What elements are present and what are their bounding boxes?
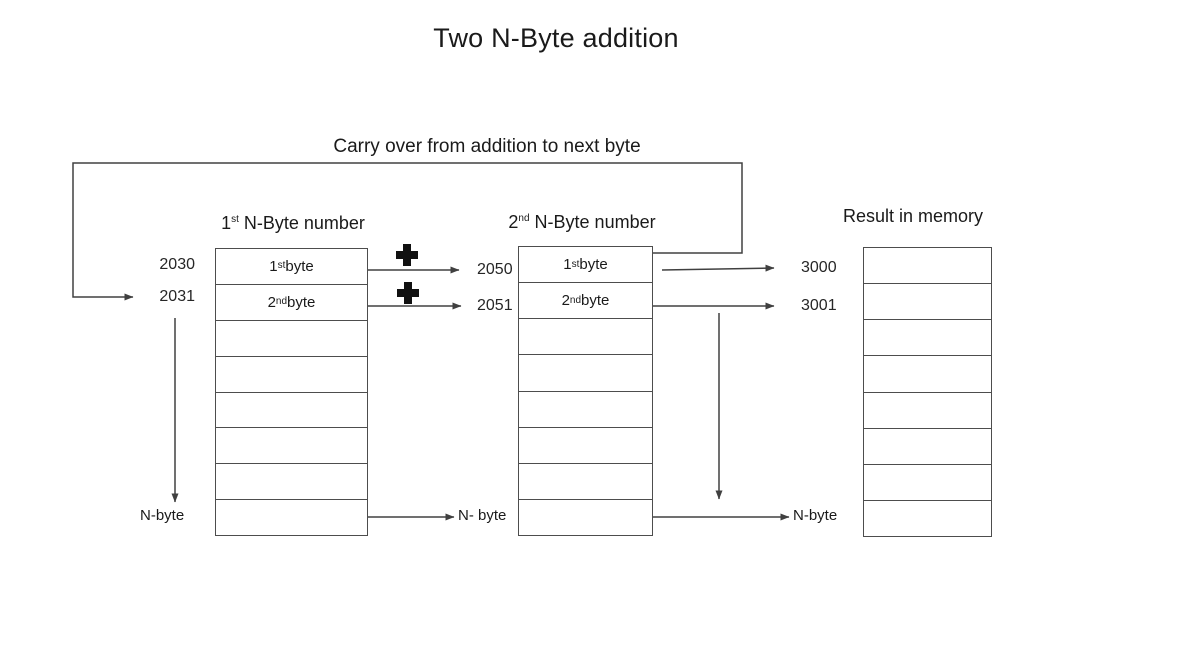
table2-header: 2nd N-Byte number: [508, 212, 656, 232]
memory-cell-empty: [519, 319, 652, 356]
memory-cell-empty: [216, 428, 367, 465]
address-label-2030: 2030: [159, 256, 195, 273]
memory-cell-empty: [519, 464, 652, 500]
memory-cell-nbyte: [216, 500, 367, 535]
memory-cell-empty: [216, 393, 367, 429]
superscript: nd: [518, 213, 530, 224]
result-header: Result in memory: [842, 206, 984, 226]
carry-over-label: Carry over from addition to next byte: [333, 136, 641, 157]
address-label-2031: 2031: [159, 288, 195, 305]
memory-cell-empty: [519, 392, 652, 428]
address-label-3001: 3001: [801, 297, 837, 314]
table1-header: 1st N-Byte number: [221, 213, 365, 233]
arrow-sum1-to-3000: [661, 264, 775, 272]
address-label-2050: 2050: [477, 261, 513, 278]
memory-cell-empty: [216, 464, 367, 501]
memory-cell-empty: [864, 429, 991, 465]
nbyte-label-table1: N-byte: [140, 507, 185, 524]
memory-cell-empty: [864, 284, 991, 321]
plus-icon: [396, 244, 418, 266]
address-label-3000: 3000: [801, 259, 837, 276]
memory-cell-empty: [864, 248, 991, 285]
memory-cell-empty: [519, 428, 652, 464]
memory-cell-empty: [864, 320, 991, 357]
memory-cell-empty: [519, 355, 652, 392]
memory-cell-empty: [216, 321, 367, 357]
memory-cell-empty: [864, 356, 991, 393]
memory-cell-empty: [216, 357, 367, 393]
memory-cell-empty: [864, 393, 991, 429]
memory-cell-empty: [864, 465, 991, 501]
memory-cell-nbyte: [864, 501, 991, 536]
superscript: st: [231, 214, 239, 225]
nbyte-label-table2: N- byte: [458, 507, 507, 524]
memory-table-result: [863, 247, 992, 537]
memory-cell-nbyte: [519, 500, 652, 535]
nbyte-label-result: N-byte: [793, 507, 838, 524]
page-title: Two N-Byte addition: [433, 23, 679, 53]
plus-icon: [397, 282, 419, 304]
address-label-2051: 2051: [477, 297, 513, 314]
